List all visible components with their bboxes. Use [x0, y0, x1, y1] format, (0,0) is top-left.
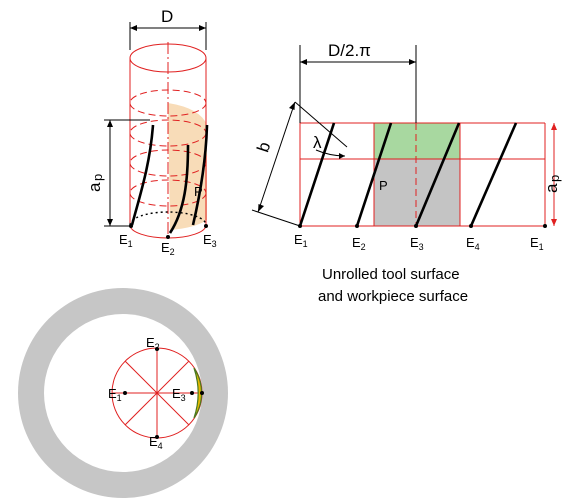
lambda-arrow [339, 153, 345, 159]
section-E4-label: E4 [149, 434, 163, 451]
unrolled-edge-3 [414, 122, 461, 227]
dim-ap-subscript: p [90, 174, 105, 181]
unrolled-edge-2 [355, 122, 393, 227]
unrolled-surface-view: D/2.π b λ a p P E1 E2 E3 E4 E1 Unrolled … [251, 41, 562, 305]
dim-b-arrow-top [289, 102, 295, 110]
helix-edge-3 [191, 124, 209, 226]
dim-b-arrow-bottom [258, 204, 264, 212]
section-E2-dot [155, 347, 159, 351]
dim-b-ext-top [294, 101, 348, 148]
point-E3-dot [204, 224, 208, 228]
unrolled-E2-label: E2 [352, 235, 366, 252]
section-E3-dot [190, 391, 194, 395]
dim-D-arrow-right [199, 25, 206, 31]
dim-D-arrow-left [130, 25, 137, 31]
section-E2-label: E2 [146, 335, 160, 352]
dim-ap-right-arrow-bottom [551, 219, 557, 226]
unrolled-edge-1 [298, 122, 336, 227]
dim-ap-label: a [85, 182, 104, 192]
unrolled-E2-dot [355, 224, 359, 228]
dim-D2pi-arrow-right [409, 59, 416, 65]
section-ellipse-3 [129, 149, 207, 177]
dim-ap-right-arrow-top [551, 123, 557, 130]
unrolled-E1-end-label: E1 [530, 235, 544, 252]
caption-line-2: and workpiece surface [318, 288, 468, 305]
E2-label: E2 [161, 240, 175, 257]
cross-section-view: E1 E2 E3 E4 [18, 288, 228, 498]
point-E2-dot [166, 235, 170, 239]
section-ellipse-1 [129, 89, 207, 117]
dim-ap-right-label: a [542, 183, 561, 193]
section-E3-label: E3 [172, 386, 186, 403]
unrolled-E3-dot [414, 224, 418, 228]
section-E4-dot [155, 435, 159, 439]
unrolled-E1-label: E1 [294, 232, 308, 249]
dim-D2pi-arrow-left [300, 59, 307, 65]
radial-line-diag-2 [124, 360, 190, 426]
dim-ap-right-subscript: p [547, 175, 562, 182]
helix-edge-1 [130, 124, 155, 226]
dim-b-label: b [253, 140, 274, 155]
chip-section [193, 367, 203, 419]
lambda-label: λ [313, 133, 322, 152]
unrolled-E1-end-dot [543, 224, 547, 228]
dim-b-line [257, 101, 296, 213]
point-P-label: P [194, 184, 203, 199]
dim-b-ext-bottom [251, 209, 301, 227]
unrolled-E4-dot [469, 224, 473, 228]
section-outer-dot [200, 391, 204, 395]
dim-ap-arrow-top [107, 120, 113, 127]
dim-D-label: D [161, 7, 173, 26]
helix-edge-2 [168, 144, 190, 234]
point-E1-dot [129, 224, 133, 228]
section-E1-label: E1 [108, 386, 122, 403]
section-E1-dot [123, 391, 127, 395]
unrolled-E3-label: E3 [410, 235, 424, 252]
caption-line-1: Unrolled tool surface [322, 266, 460, 283]
E1-label: E1 [119, 232, 133, 249]
tool-cylinder-view: D a p P E1 E2 E3 [85, 7, 217, 257]
dim-ap-arrow-bottom [107, 219, 113, 226]
dim-D2pi-label: D/2.π [328, 41, 371, 60]
unrolled-E4-label: E4 [466, 235, 480, 252]
section-ellipse-4 [129, 179, 207, 207]
engaged-region-grey [374, 159, 460, 226]
E3-label: E3 [203, 232, 217, 249]
unrolled-point-P-label: P [379, 178, 388, 193]
unrolled-edge-4 [469, 122, 518, 227]
